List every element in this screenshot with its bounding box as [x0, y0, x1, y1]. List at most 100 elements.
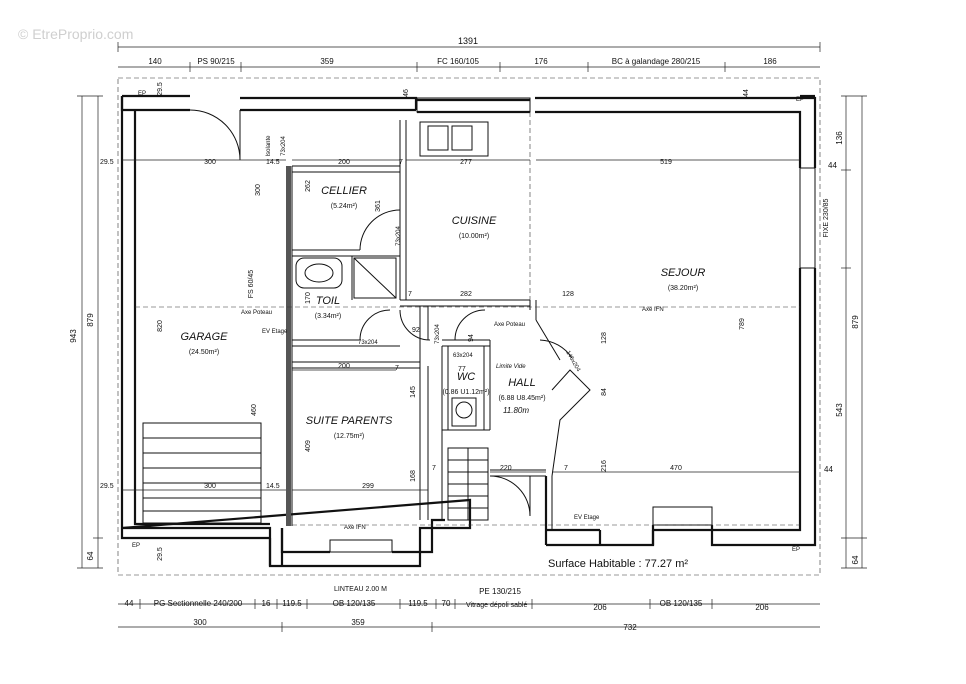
windows [329, 97, 816, 553]
dim-299: 299 [362, 483, 374, 490]
room-cuisine: CUISINE [452, 215, 497, 227]
room-garage-area: (24.50m²) [189, 349, 219, 356]
shower-icon [353, 257, 397, 299]
dim-361: 361 [375, 200, 382, 212]
annotations: Limite Vide Axe IFN Axe IFN Axe Poteau A… [132, 91, 830, 609]
room-toil-area: (3.34m²) [315, 313, 341, 320]
dim-64-right: 64 [851, 555, 860, 564]
dim-64-left: 64 [86, 551, 95, 560]
dim-b-300: 300 [193, 618, 207, 627]
dim-29-5-a: 29.5 [100, 159, 114, 166]
dim-b-ob-b: OB 120/135 [660, 599, 703, 608]
room-hall-extra: 11.80m [503, 406, 529, 415]
ev-etage-bottom: EV Etage [574, 515, 600, 521]
room-labels: CELLIER (5.24m²) CUISINE (10.00m²) SEJOU… [180, 185, 705, 440]
dim-b-pe: PE 130/215 [479, 587, 521, 596]
dim-879-left: 879 [86, 313, 95, 327]
door-63x204: 63x204 [453, 353, 473, 359]
dim-7-c: 7 [564, 465, 568, 472]
room-cuisine-area: (10.00m²) [459, 233, 489, 240]
dim-44: 44 [743, 89, 750, 97]
fs-label: FS 60/45 [248, 270, 255, 299]
dim-14-5-a: 14.5 [266, 159, 280, 166]
dim-94: 94 [468, 334, 475, 342]
vitrage: Vitrage dépoli sablé [466, 602, 527, 609]
dim-b-119-a: 119.5 [282, 599, 302, 608]
dim-879-right: 879 [851, 315, 860, 329]
dim-b-359: 359 [351, 618, 365, 627]
dim-220: 220 [500, 465, 512, 472]
dim-543: 543 [835, 403, 844, 417]
dim-943: 943 [69, 329, 78, 343]
dim-77: 77 [458, 366, 466, 373]
kitchen-sink-icon [419, 121, 489, 157]
room-sejour-area: (38.20m²) [668, 285, 698, 292]
dim-820: 820 [157, 320, 164, 332]
axe-ifn-top: Axe IFN [642, 307, 664, 313]
dim-136: 136 [835, 131, 844, 145]
axes [135, 112, 800, 526]
axe-poteau-right: Axe Poteau [494, 322, 525, 328]
ep-bottom-left: EP [132, 543, 140, 549]
dim-262: 262 [305, 180, 312, 192]
axe-ifn-bottom: Axe IFN [344, 525, 366, 531]
dim-409: 409 [305, 440, 312, 452]
room-suite-area: (12.75m²) [334, 433, 364, 440]
right-dimensions: 136 44 879 543 44 64 [824, 95, 867, 569]
room-wc: WC [457, 371, 475, 383]
linteau: LINTEAU 2.00 M [334, 586, 387, 593]
limite-vide: Limite Vide [496, 364, 526, 370]
interior-walls [142, 120, 591, 545]
dim-7-e: 7 [408, 291, 412, 298]
ep-top-right: EP [796, 97, 804, 103]
bottom-dimensions: 44 PG Sectionnelle 240/200 16 119.5 OB 1… [118, 587, 820, 632]
door-146x204: 146x204 [564, 350, 581, 374]
dim-fc: FC 160/105 [437, 57, 479, 66]
door-73x204-b: 73x204 [396, 225, 402, 245]
dim-b-206-b: 206 [755, 603, 769, 612]
dim-7-b: 7 [432, 465, 436, 472]
dim-overall: 1391 [458, 36, 478, 46]
dim-29-5-b: 29.5 [100, 483, 114, 490]
dim-282: 282 [460, 291, 472, 298]
dim-140: 140 [148, 57, 162, 66]
door-73x204-c: 73x204 [358, 340, 378, 346]
room-suite-parents: SUITE PARENTS [306, 415, 393, 427]
dim-14-5-b: 14.5 [266, 483, 280, 490]
watermark: © EtreProprio.com [18, 26, 133, 42]
dim-b-732: 732 [623, 623, 637, 632]
dim-b-119-b: 119.5 [408, 599, 428, 608]
dim-b-ob-a: OB 120/135 [333, 599, 376, 608]
toilet-icon [451, 397, 477, 427]
dim-44-right-top: 44 [828, 161, 837, 170]
dim-29-5-c: 29.5 [157, 82, 164, 96]
room-sejour: SEJOUR [661, 267, 706, 279]
room-hall-area: (6.88 U8.45m²) [498, 395, 545, 402]
dim-128-a: 128 [562, 291, 574, 298]
room-garage: GARAGE [180, 331, 228, 343]
ev-etage-left: EV Etage [262, 329, 288, 335]
dim-44-right-bottom: 44 [824, 465, 833, 474]
dim-168: 168 [410, 470, 417, 482]
dim-92: 92 [412, 327, 420, 334]
dim-170: 170 [305, 292, 312, 304]
dim-b-44: 44 [125, 599, 134, 608]
dim-b-16: 16 [262, 599, 271, 608]
dim-460: 460 [251, 404, 258, 416]
dim-519: 519 [660, 159, 672, 166]
dim-7-d: 7 [395, 365, 399, 372]
dim-176: 176 [534, 57, 548, 66]
dim-128-b: 128 [601, 332, 608, 344]
dim-b-70: 70 [442, 599, 451, 608]
dim-300-bottom: 300 [204, 483, 216, 490]
ep-bottom-right: EP [792, 547, 800, 553]
left-dimensions: 943 879 64 [69, 95, 103, 569]
surface-habitable: Surface Habitable : 77.27 m² [548, 558, 688, 570]
room-hall: HALL [508, 377, 536, 389]
washbasin-icon [295, 257, 343, 289]
dim-84: 84 [601, 388, 608, 396]
inner-dimensions: 300 29.5 14.5 200 7 277 519 300 262 361 … [100, 82, 800, 561]
dim-bc: BC à galandage 280/215 [612, 57, 701, 66]
room-wc-area: (0.86 U1.12m²) [442, 389, 489, 396]
